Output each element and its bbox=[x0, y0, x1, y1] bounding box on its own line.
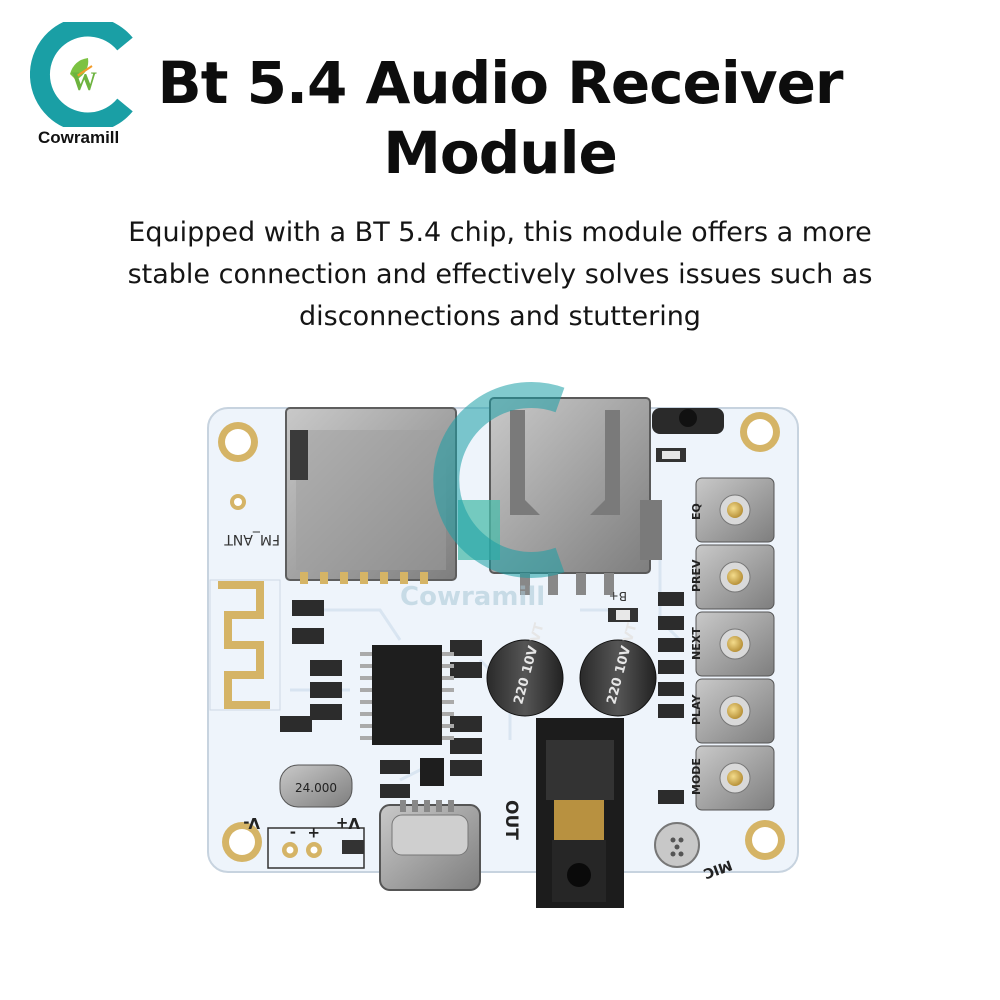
pol-minus-label: - bbox=[290, 824, 296, 842]
mode-label: MODE bbox=[690, 758, 703, 795]
smd-components bbox=[280, 592, 684, 804]
watermark-text: Cowramill bbox=[400, 582, 545, 612]
v-minus-label: V- bbox=[243, 814, 260, 832]
pol-plus-label: + bbox=[307, 824, 320, 842]
next-button bbox=[695, 611, 775, 677]
prev-button bbox=[695, 544, 775, 610]
mounting-holes bbox=[218, 412, 785, 862]
control-buttons bbox=[695, 477, 775, 811]
title-line-2: Module bbox=[383, 119, 618, 187]
eq-label: EQ bbox=[690, 503, 703, 520]
logo-letter: W bbox=[71, 67, 97, 96]
bt-antenna bbox=[218, 581, 270, 709]
mode-button bbox=[695, 745, 775, 811]
page-title: Bt 5.4 Audio Receiver Module bbox=[0, 48, 1000, 188]
fm-ant-label: FM_ANT bbox=[224, 531, 280, 547]
logo-ring bbox=[30, 22, 133, 127]
v-plus-label: V+ bbox=[336, 814, 360, 832]
leaf-icon bbox=[70, 58, 89, 80]
watermark: Cowramill bbox=[400, 382, 565, 612]
description-line-2: stable connection and effectively solves… bbox=[127, 259, 873, 290]
eq-button bbox=[695, 477, 775, 543]
description-line-3: disconnections and stuttering bbox=[299, 301, 701, 332]
title-line-1: Bt 5.4 Audio Receiver bbox=[157, 49, 843, 117]
crystal-oscillator bbox=[279, 764, 353, 808]
b-plus-label: B+ bbox=[609, 589, 627, 603]
play-label: PLAY bbox=[690, 693, 703, 725]
play-button bbox=[695, 678, 775, 744]
capacitor-2: 220 10V VT bbox=[579, 622, 657, 717]
brand-name: Cowramill bbox=[38, 128, 120, 147]
audio-receiver-board-image: FM_ANT EQ PREV NEXT PLAY MODE B+ bbox=[207, 382, 799, 908]
description-line-1: Equipped with a BT 5.4 chip, this module… bbox=[128, 217, 872, 248]
out-label: OUT bbox=[501, 800, 521, 840]
cowramill-logo: W bbox=[30, 22, 133, 127]
next-label: NEXT bbox=[690, 627, 703, 660]
prev-label: PREV bbox=[690, 559, 703, 592]
main-ic-chip bbox=[372, 645, 442, 745]
product-description: Equipped with a BT 5.4 chip, this module… bbox=[60, 212, 940, 338]
crystal-label: 24.000 bbox=[295, 781, 337, 795]
